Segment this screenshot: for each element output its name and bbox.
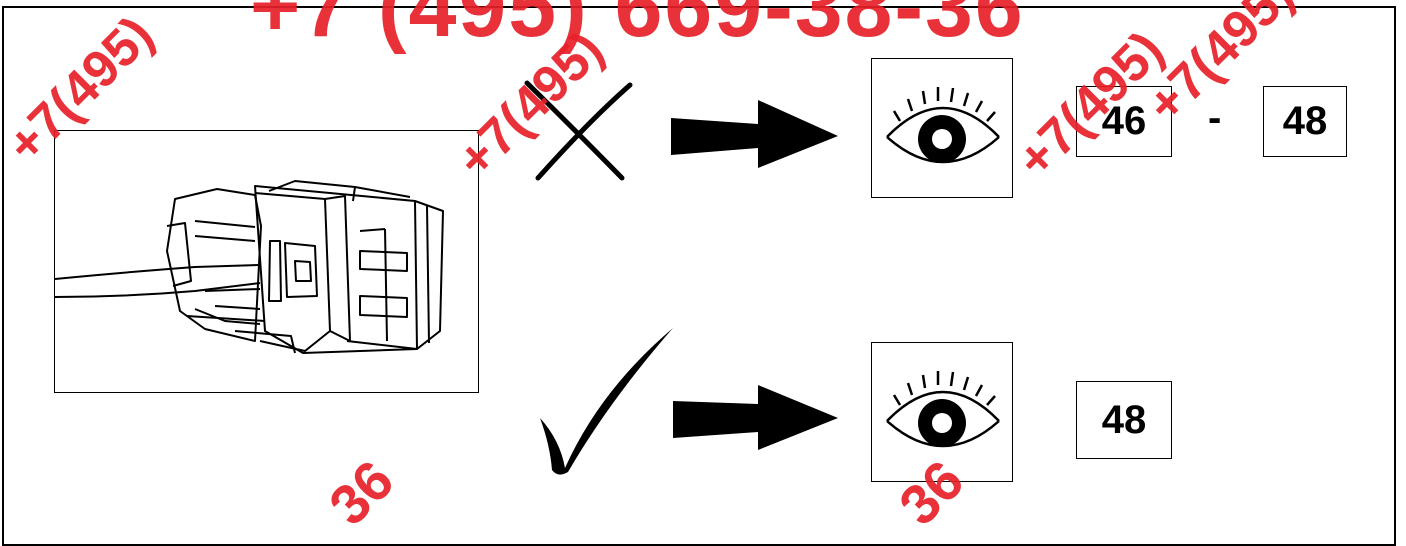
symbols-layer <box>524 80 838 475</box>
connector-illustration <box>54 130 479 393</box>
correct-value-box: 48 <box>1076 381 1172 459</box>
arrow-right-icon <box>673 385 838 450</box>
check-mark-icon <box>540 328 673 475</box>
range-to-value: 48 <box>1282 99 1328 143</box>
eye-box <box>871 342 1013 482</box>
eye-box <box>871 58 1013 198</box>
range-from-box: 46 <box>1076 86 1172 157</box>
eye-icon <box>886 371 1000 448</box>
connector-drawing <box>54 180 444 354</box>
correct-value: 48 <box>1101 397 1147 442</box>
range-separator: - <box>1208 96 1222 140</box>
range-from-value: 46 <box>1101 99 1147 143</box>
eye-icon <box>886 87 1000 164</box>
cross-mark-icon <box>524 80 633 181</box>
arrow-right-icon <box>671 100 838 168</box>
range-to-box: 48 <box>1263 86 1347 157</box>
